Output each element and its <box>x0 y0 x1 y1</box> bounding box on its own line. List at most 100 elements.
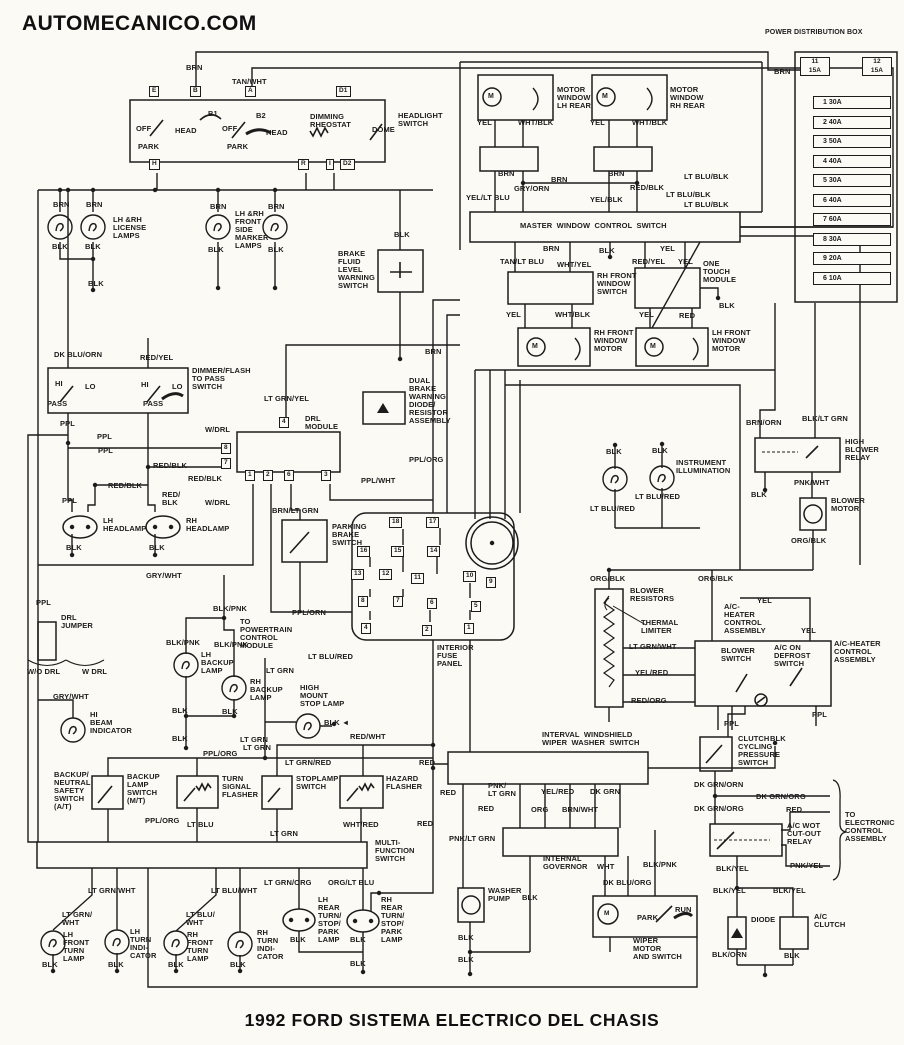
wire-label: BLOWER SWITCH <box>721 646 755 663</box>
wire-label: STOPLAMP SWITCH <box>296 774 339 791</box>
wire-label: DIODE <box>751 915 776 924</box>
wire-label: PNK/ LT GRN <box>488 781 516 798</box>
wire-label: GRY/WHT <box>53 692 89 701</box>
wire-label: BRN <box>268 202 285 211</box>
wire-label: GRY/WHT <box>146 571 182 580</box>
wire-label: BLK <box>168 960 184 969</box>
terminal-1: 1 <box>245 470 255 481</box>
wire-label: W/DRL <box>205 425 231 434</box>
wire-label: PASS <box>143 399 164 408</box>
wire-label: DK GRN/ORG <box>756 792 806 801</box>
wire-label: A/C ON DEFROST SWITCH <box>774 643 811 668</box>
fuse-slot: 1 30A <box>813 96 891 109</box>
wire-label: LT BLU/BLK <box>666 190 711 199</box>
motor-icon: M <box>602 93 608 100</box>
wire-label: LT GRN/WHT <box>629 642 677 651</box>
wire-label: BLK <box>268 245 284 254</box>
fuse-slot: 5 30A <box>813 174 891 187</box>
diagram-title: 1992 FORD SISTEMA ELECTRICO DEL CHASIS <box>244 1010 660 1030</box>
wire-label: BRN <box>543 244 560 253</box>
wire-label: BRN/LT GRN <box>272 506 319 515</box>
wire-label: PPL/ORG <box>409 455 444 464</box>
wire-label: BLK <box>394 230 410 239</box>
lh-front-window-motor-box <box>635 327 709 367</box>
wire-label: CLUTCH CYCLING PRESSURE SWITCH <box>738 734 781 767</box>
wire-label: BLK <box>66 543 82 552</box>
wire-label: TAN/WHT <box>232 77 267 86</box>
wire-label: YEL/RED <box>635 668 669 677</box>
fuse-slot: 7 60A <box>813 213 891 226</box>
wire-label: LH TURN INDI- CATOR <box>130 927 157 960</box>
wire-label: A/C CLUTCH <box>814 912 846 929</box>
wire-label: ONE TOUCH MODULE <box>703 259 737 284</box>
wire-label: RED/BLK <box>630 183 665 192</box>
maxi-fuse-11: 11 15A <box>800 57 830 76</box>
terminal-12: 12 <box>379 569 393 580</box>
drl-jumper-box <box>37 621 57 661</box>
wire-label: LO <box>172 382 183 391</box>
wire-label: WHT/YEL <box>557 260 592 269</box>
wire-label: BLK/PNK <box>166 638 201 647</box>
wire-label: HIGH BLOWER RELAY <box>845 437 879 462</box>
rh-front-window-switch-box <box>507 271 594 305</box>
wire-label: ORG/BLK <box>698 574 734 583</box>
wire-label: BLK <box>88 279 104 288</box>
wire-label: HIGH MOUNT STOP LAMP <box>300 683 345 708</box>
wire-label: PPL/ORG <box>145 816 180 825</box>
wire-label: BRN/WHT <box>562 805 599 814</box>
terminal-10: 10 <box>463 571 477 582</box>
wire-label: RH FRONT WINDOW MOTOR <box>594 328 634 353</box>
wire-label: YEL <box>801 626 816 635</box>
wire-label: BLK <box>108 960 124 969</box>
wire-label: LH &RH FRONT SIDE MARKER LAMPS <box>235 209 269 250</box>
terminal-8: 8 <box>221 443 231 454</box>
wire-label: LT GRN <box>240 735 268 744</box>
wire-label: BLK/YEL <box>716 864 749 873</box>
terminal-4: 4 <box>361 623 371 634</box>
wire-label: RED/WHT <box>350 732 386 741</box>
wire-label: BLK <box>42 960 58 969</box>
motor-icon: M <box>488 93 494 100</box>
wire-label: RH FRONT WINDOW SWITCH <box>597 271 637 296</box>
wire-label: BLK/PNK <box>213 604 248 613</box>
wire-label: BLK <box>230 960 246 969</box>
wire-label: BLK <box>599 246 615 255</box>
lh-rear-lamp <box>282 908 316 932</box>
terminal-14: 14 <box>427 546 441 557</box>
motor-window-lh-rear-box <box>477 74 554 121</box>
wire-label: RH HEADLAMP <box>186 516 230 533</box>
wire-label: BLK <box>350 935 366 944</box>
headlight-switch-label: HEADLIGHT SWITCH <box>398 111 443 128</box>
wire-label: DUAL BRAKE WARNING DIODE/ RESISTOR ASSEM… <box>409 376 451 425</box>
wire-label: BLK <box>522 893 538 902</box>
terminal-I: I <box>326 159 334 170</box>
wire-label: RED <box>679 311 696 320</box>
wire-label: ORG/BLK <box>590 574 626 583</box>
wire-label: LT GRN/YEL <box>264 394 310 403</box>
wire-label: BACKUP LAMP SWITCH (M/T) <box>127 772 160 805</box>
wire-label: PNK/WHT <box>794 478 830 487</box>
wire-label: RUN <box>675 905 692 914</box>
wire-label: RED/BLK <box>153 461 188 470</box>
wire-label: BLK/YEL <box>713 886 746 895</box>
wires <box>27 51 894 988</box>
wire-label: LH HEADLAMP <box>103 516 147 533</box>
terminal-4: 4 <box>279 417 289 428</box>
master-window-control-switch-label: MASTER WINDOW CONTROL SWITCH <box>520 221 667 230</box>
dual-brake-diode-box <box>362 391 406 425</box>
wire-label: PPL <box>60 419 75 428</box>
wire-label: PPL <box>98 446 113 455</box>
wire-label: BRN <box>774 67 791 76</box>
wire-label: BLK <box>52 242 68 251</box>
wire-label: RED <box>440 788 457 797</box>
power-distribution-box-label: POWER DISTRIBUTION BOX <box>765 29 863 36</box>
wire-label: LH FRONT TURN LAMP <box>63 930 90 963</box>
wire-label: A/C- HEATER CONTROL ASSEMBLY <box>724 602 766 635</box>
wire-label: W DRL <box>82 667 108 676</box>
wire-label: RED/ORG <box>631 696 667 705</box>
terminal-R: R <box>298 159 309 170</box>
wire-label: RED/BLK <box>188 474 223 483</box>
wire-label: INSTRUMENT ILLUMINATION <box>676 458 731 475</box>
internal-governor-box <box>502 827 619 857</box>
